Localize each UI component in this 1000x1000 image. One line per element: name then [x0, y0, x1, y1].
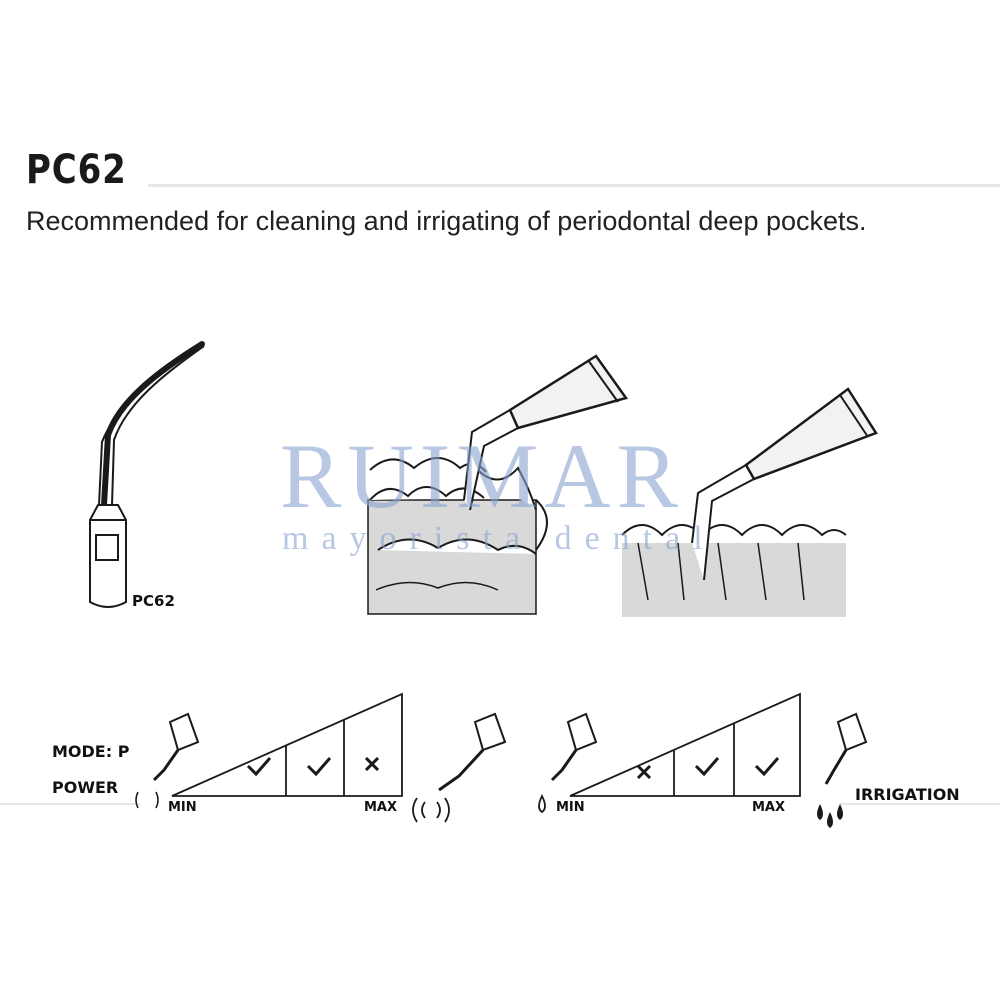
right-divider: [840, 803, 1000, 805]
handpiece-drop-icon: [538, 712, 598, 814]
irrigation-scale: [538, 692, 801, 814]
irrigation-min-label: MIN: [556, 800, 585, 815]
product-description: Recommended for cleaning and irrigating …: [26, 206, 867, 236]
power-scale: [135, 692, 403, 809]
handpiece-max-icon: [412, 712, 507, 823]
title-divider: [148, 184, 1000, 187]
handpiece-drops-icon: [817, 712, 868, 828]
lower-jaw-illustration: [367, 354, 629, 615]
product-title: PC62: [26, 147, 127, 193]
power-max-label: MAX: [364, 800, 398, 815]
periodontal-pocket-illustration: [621, 387, 878, 617]
mode-label: MODE: P: [52, 742, 130, 761]
power-label: POWER: [52, 778, 119, 797]
scaler-tip-icon: [89, 341, 205, 608]
power-min-label: MIN: [168, 800, 197, 815]
irrigation-max-label: MAX: [752, 800, 786, 815]
left-divider: [0, 803, 140, 805]
irrigation-label: IRRIGATION: [855, 785, 960, 804]
handpiece-min-icon: [135, 712, 200, 809]
watermark-tagline: mayorista dental: [282, 520, 716, 557]
tip-label: PC62: [132, 592, 175, 610]
watermark-brand: RUIMAR: [280, 425, 685, 527]
